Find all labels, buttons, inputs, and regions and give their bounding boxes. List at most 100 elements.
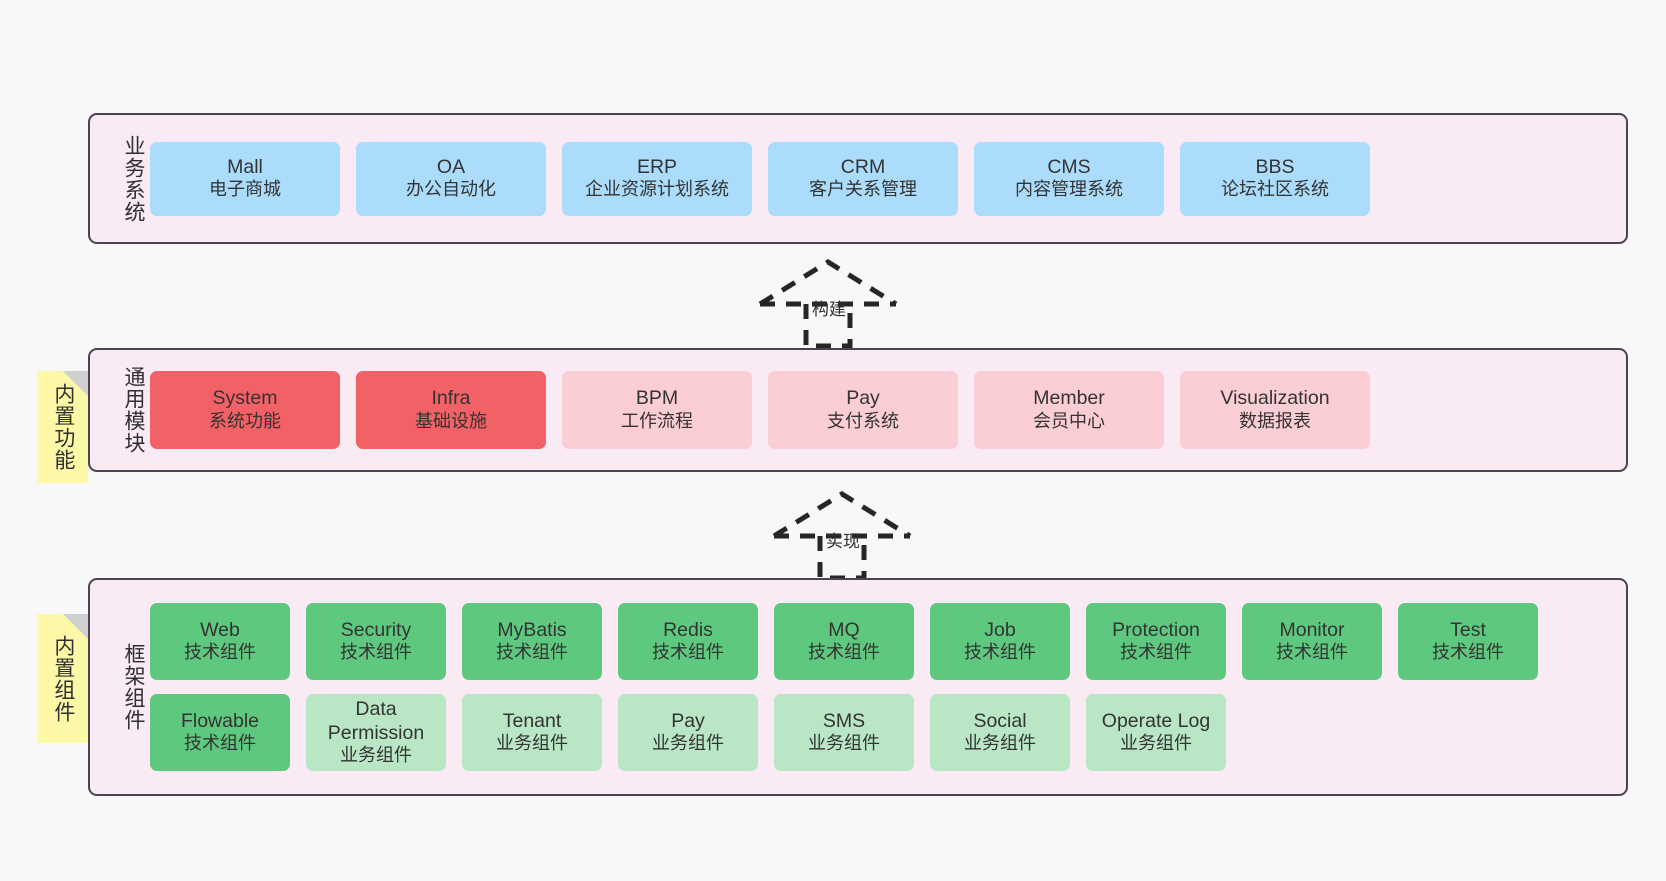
- connector-build-label: 构建: [812, 300, 846, 319]
- card-subtitle: 技术组件: [808, 642, 880, 663]
- card-subtitle: 技术组件: [496, 642, 568, 663]
- card-title: Mall: [227, 155, 263, 178]
- card-title: OA: [436, 155, 466, 178]
- card-subtitle: 业务组件: [808, 733, 880, 754]
- layer-title-business-systems: 业务系统: [122, 134, 145, 223]
- card-title: MyBatis: [497, 618, 567, 641]
- card-subtitle: 业务组件: [340, 745, 412, 766]
- note-builtin-component-label: 内置组件: [51, 634, 75, 723]
- card-title: Social: [973, 709, 1027, 732]
- note-fold-corner-icon: [63, 371, 88, 396]
- layer-title-common-modules: 通用模块: [122, 366, 145, 454]
- card-subtitle: 基础设施: [415, 410, 487, 431]
- card-subtitle: 会员中心: [1033, 410, 1105, 431]
- card-subtitle: 技术组件: [184, 642, 256, 663]
- card-title: Operate Log: [1101, 709, 1211, 732]
- card-title: Member: [1033, 387, 1105, 410]
- card-title: Data Permission: [327, 697, 425, 744]
- card-subtitle: 技术组件: [1432, 642, 1504, 663]
- card-subtitle: 业务组件: [652, 733, 724, 754]
- card-title: Security: [340, 618, 412, 641]
- card-title: Web: [200, 618, 240, 641]
- card-subtitle: 技术组件: [652, 642, 724, 663]
- card-title: Flowable: [180, 709, 260, 732]
- card-subtitle: 技术组件: [184, 733, 256, 754]
- card-title: ERP: [636, 155, 678, 178]
- card-subtitle: 系统功能: [209, 410, 281, 431]
- connector-implement: 实现: [772, 490, 912, 581]
- card-subtitle: 业务组件: [496, 733, 568, 754]
- card-subtitle: 技术组件: [1276, 642, 1348, 663]
- card-title: System: [212, 387, 278, 410]
- note-builtin-function: 内置功能: [37, 371, 88, 483]
- card-subtitle: 电子商城: [209, 179, 281, 200]
- note-builtin-function-label: 内置功能: [51, 383, 75, 471]
- card-title: Redis: [663, 618, 713, 641]
- note-builtin-component: 内置组件: [37, 614, 88, 743]
- card-title: Monitor: [1279, 618, 1345, 641]
- card-title: Protection: [1112, 618, 1200, 641]
- card-title: BPM: [635, 387, 679, 410]
- card-subtitle: 工作流程: [621, 410, 693, 431]
- card-subtitle: 企业资源计划系统: [585, 179, 729, 200]
- card-subtitle: 内容管理系统: [1015, 179, 1123, 200]
- card-subtitle: 技术组件: [340, 642, 412, 663]
- card-subtitle: 技术组件: [964, 642, 1036, 663]
- card-subtitle: 业务组件: [1120, 733, 1192, 754]
- card-subtitle: 客户关系管理: [809, 179, 917, 200]
- card-title: Pay: [846, 387, 880, 410]
- card-subtitle: 支付系统: [827, 410, 899, 431]
- card-title: Test: [1450, 618, 1486, 641]
- note-fold-corner-icon: [63, 614, 88, 639]
- connector-implement-label: 实现: [826, 532, 860, 551]
- card-subtitle: 数据报表: [1239, 410, 1311, 431]
- card-title: MQ: [828, 618, 860, 641]
- card-title: Job: [984, 618, 1016, 641]
- card-title: BBS: [1255, 155, 1295, 178]
- card-title: Tenant: [502, 709, 562, 732]
- generalization-arrow-icon: [758, 259, 898, 349]
- card-title: CRM: [840, 155, 886, 178]
- layer-title-framework-components: 框架组件: [122, 643, 145, 731]
- card-title: Visualization: [1220, 387, 1330, 410]
- card-subtitle: 技术组件: [1120, 642, 1192, 663]
- card-title: CMS: [1047, 155, 1091, 178]
- connector-build: 构建: [758, 258, 898, 349]
- card-subtitle: 办公自动化: [406, 179, 496, 200]
- card-subtitle: 论坛社区系统: [1221, 179, 1329, 200]
